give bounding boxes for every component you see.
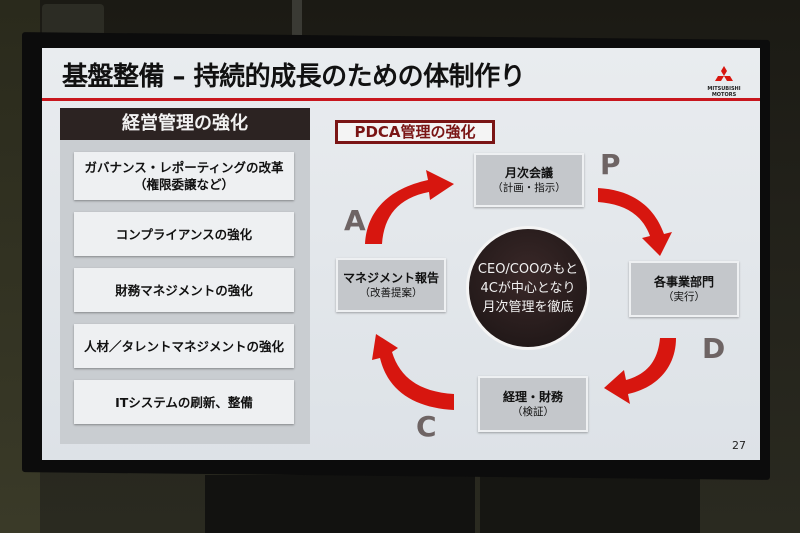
three-diamonds-icon bbox=[713, 66, 735, 86]
letter-p: P bbox=[600, 148, 621, 181]
node-plan-title: 月次会議 bbox=[504, 166, 553, 180]
item-text: コンプライアンスの強化 bbox=[115, 226, 253, 242]
panel-item-finance: 財務マネジメントの強化 bbox=[74, 268, 294, 312]
presentation-slide: 基盤整備 – 持続的成長のための体制作り MITSUBISHI MOTORS 経… bbox=[42, 48, 760, 460]
node-plan-sub: （計画・指示） bbox=[492, 182, 566, 194]
logo-text-1: MITSUBISHI bbox=[707, 86, 741, 92]
node-check: 経理・財務 （検証） bbox=[478, 376, 588, 432]
panel-item-governance: ガバナンス・レポーティングの改革 （権限委譲など） bbox=[74, 152, 294, 200]
node-check-title: 経理・財務 bbox=[502, 390, 563, 404]
letter-a: A bbox=[344, 204, 366, 237]
management-panel: 経営管理の強化 ガバナンス・レポーティングの改革 （権限委譲など） コンプライア… bbox=[60, 108, 310, 444]
panel-item-compliance: コンプライアンスの強化 bbox=[74, 212, 294, 256]
center-circle: CEO/COOのもと 4Cが中心となり 月次管理を徹底 bbox=[466, 226, 590, 350]
node-act-title: マネジメント報告 bbox=[342, 271, 439, 285]
pdca-label: PDCA管理の強化 bbox=[335, 120, 495, 144]
title-underline bbox=[42, 98, 760, 101]
mitsubishi-logo: MITSUBISHI MOTORS bbox=[702, 66, 746, 98]
ceiling-pole bbox=[292, 0, 302, 50]
letter-c: C bbox=[416, 410, 437, 443]
node-do-title: 各事業部門 bbox=[653, 275, 714, 289]
item-text: ガバナンス・レポーティングの改革 bbox=[84, 160, 284, 175]
node-do-sub: （実行） bbox=[663, 291, 705, 303]
page-number: 27 bbox=[732, 439, 746, 452]
item-subtext: （権限委譲など） bbox=[133, 177, 234, 192]
letter-d: D bbox=[702, 332, 726, 365]
item-text: 人材／タレントマネジメントの強化 bbox=[83, 338, 284, 354]
panel-item-talent: 人材／タレントマネジメントの強化 bbox=[74, 324, 294, 368]
panel-item-it: ITシステムの刷新、整備 bbox=[74, 380, 294, 424]
monitor-stand bbox=[205, 475, 475, 533]
node-act: マネジメント報告 （改善提案） bbox=[336, 258, 446, 312]
center-line-1: CEO/COOのもと bbox=[477, 261, 579, 277]
node-do: 各事業部門 （実行） bbox=[629, 261, 739, 317]
item-text: 財務マネジメントの強化 bbox=[115, 282, 253, 298]
monitor-stand-right bbox=[480, 475, 700, 533]
center-line-2: 4Cが中心となり bbox=[480, 280, 576, 296]
node-plan: 月次会議 （計画・指示） bbox=[474, 153, 584, 207]
node-check-sub: （検証） bbox=[512, 406, 554, 418]
center-line-3: 月次管理を徹底 bbox=[482, 299, 574, 315]
panel-heading: 経営管理の強化 bbox=[60, 108, 310, 140]
item-text: ITシステムの刷新、整備 bbox=[115, 394, 253, 410]
slide-title: 基盤整備 – 持続的成長のための体制作り bbox=[62, 62, 526, 92]
logo-text-2: MOTORS bbox=[711, 92, 737, 98]
node-act-sub: （改善提案） bbox=[359, 287, 423, 299]
